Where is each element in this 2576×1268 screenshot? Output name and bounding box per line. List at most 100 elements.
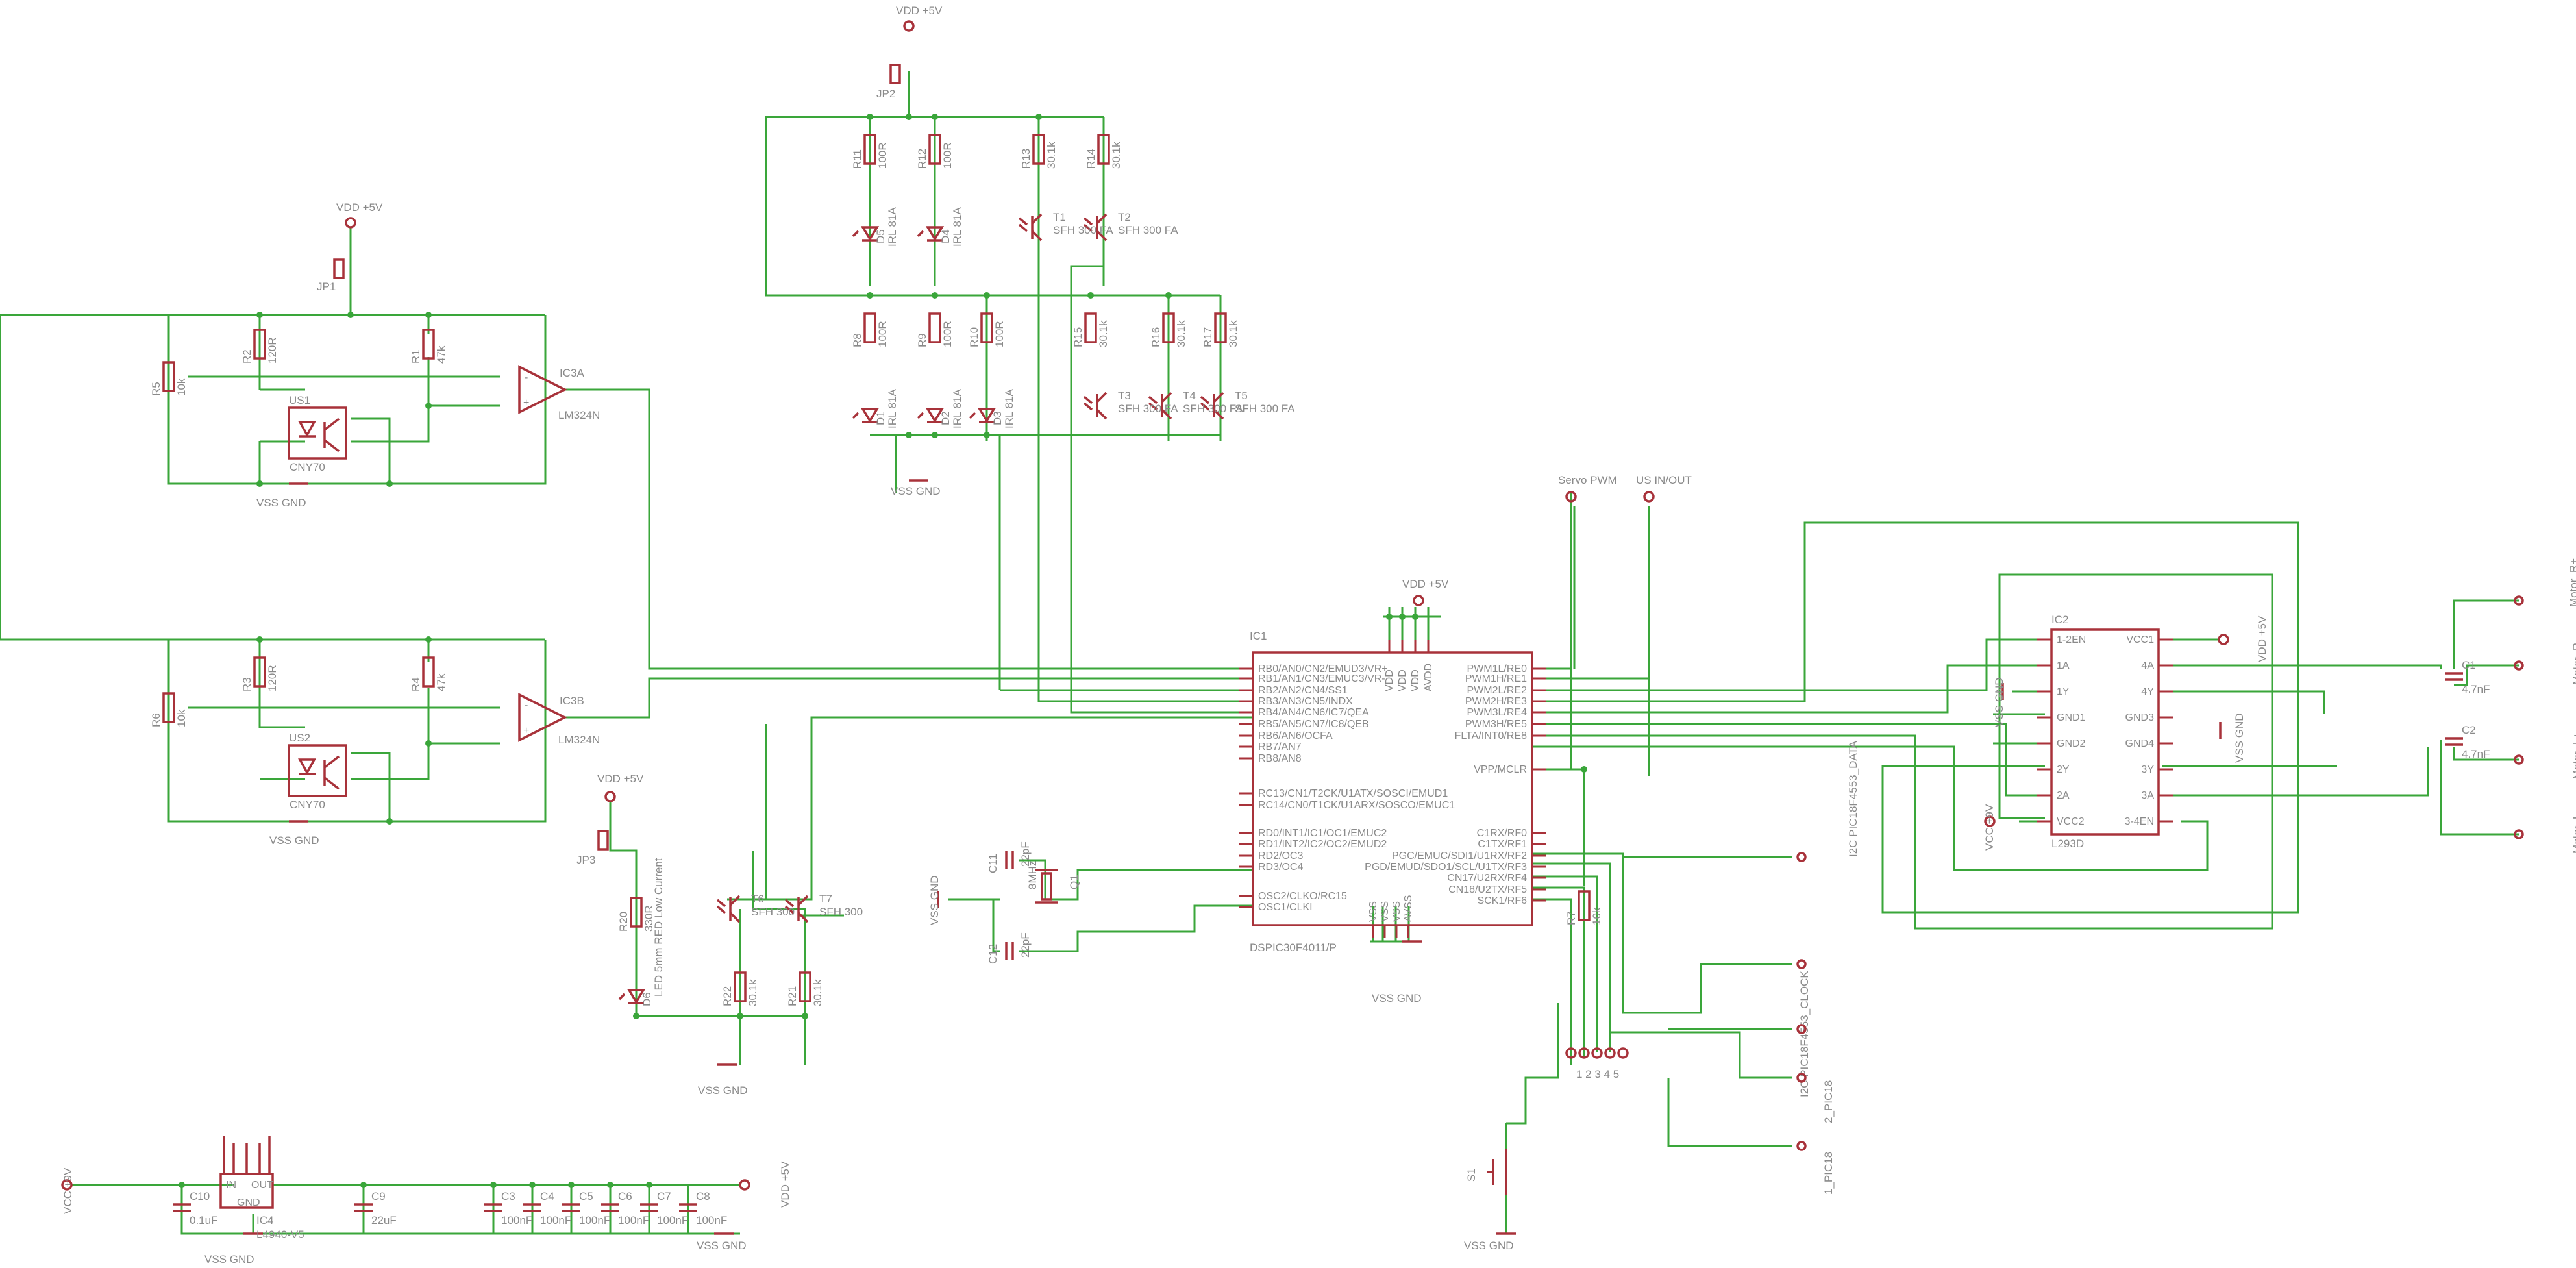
capacitor-value: 22uF <box>371 1214 397 1226</box>
phototransistor-t1 <box>1018 213 1043 242</box>
capacitor-c2 <box>2445 737 2463 746</box>
pin-label: RB8/AN8 <box>1258 753 1302 764</box>
phototransistor-t4 <box>1148 392 1172 420</box>
resistor-ref: R7 <box>1565 911 1578 925</box>
pin-label: VSS <box>1391 901 1402 922</box>
motor-l-plus-label: Motor_L+ <box>2571 732 2576 779</box>
ic1-value: DSPIC30F4011/P <box>1250 941 1337 954</box>
pin-label: AVDD <box>1423 664 1434 691</box>
pin-label: PWM1L/RE0 <box>1467 664 1528 675</box>
pin-label: RB1/AN1/CN3/EMUC3/VR- <box>1258 673 1385 684</box>
capacitor-value: 100nF <box>618 1214 649 1226</box>
s1-label: S1 <box>1465 1168 1478 1182</box>
i2c-data-label: I2C PIC18F4553_DATA <box>1847 740 1859 857</box>
resistor-value: 10k <box>1591 907 1603 925</box>
i2c-clock-label: I2C PIC18F4553_CLOCK <box>1798 971 1811 1097</box>
capacitor-c8 <box>679 1203 697 1212</box>
transistor-ref: T5 <box>1235 390 1248 402</box>
ic4-ref: IC4 <box>256 1214 273 1226</box>
capacitor-value: 100nF <box>540 1214 571 1226</box>
pin-label: RB3/AN3/CN5/INDX <box>1258 696 1353 707</box>
capacitor-ref: C8 <box>696 1190 710 1202</box>
led-ref: D3 <box>991 411 1004 425</box>
pin-label: CN18/U2TX/RF5 <box>1448 884 1527 895</box>
pin-label: VDD <box>1384 669 1395 691</box>
phototransistor-t3 <box>1083 392 1108 420</box>
pin-label: PWM2H/RE3 <box>1465 696 1527 707</box>
jp3-label: JP3 <box>576 854 595 866</box>
pin-label: VDD <box>1410 669 1421 691</box>
resistor-ref: R5 <box>150 382 162 396</box>
ground-symbols: VSS GND VSS GND VSS GND VSS GND VSS GND … <box>204 479 2246 1265</box>
resistor-ref: R9 <box>916 333 928 347</box>
pin-label: GND4 <box>2125 738 2155 749</box>
capacitors <box>173 672 2463 1212</box>
capacitor-c6 <box>601 1203 619 1212</box>
gnd-label-s1: VSS GND <box>1464 1239 1514 1252</box>
pin-label: SCK1/RF6 <box>1478 895 1528 906</box>
resistor-ref: R17 <box>1202 327 1214 347</box>
resistor-r15 <box>1084 312 1097 343</box>
capacitor-value: 4.7nF <box>2462 748 2490 760</box>
ic3b-value: LM324N <box>558 734 600 746</box>
capacitor-value: 100nF <box>579 1214 610 1226</box>
pin-label: OSC2/CLKO/RC15 <box>1258 891 1347 902</box>
pin-label: PGC/EMUC/SDI1/U1RX/RF2 <box>1392 851 1527 862</box>
transistor-ref: T7 <box>819 893 832 905</box>
motor-l-minus-label: Motor_L- <box>2571 810 2576 854</box>
pic18-2-label: 2_PIC18 <box>1822 1080 1835 1123</box>
pin-label: RD0/INT1/IC1/OC1/EMUC2 <box>1258 828 1387 839</box>
capacitor-value: 22pF <box>1019 841 1032 867</box>
power-circle-icon <box>1643 491 1655 503</box>
capacitor-value: 22pF <box>1019 932 1032 958</box>
capacitor-ref: C5 <box>579 1190 593 1202</box>
ic4-in-label: IN <box>226 1180 236 1191</box>
svg-text:-: - <box>525 700 528 711</box>
pin-label: PWM1H/RE1 <box>1465 673 1527 684</box>
led-ref: D4 <box>939 229 952 243</box>
ic3b-ref: IC3B <box>560 695 584 707</box>
power-circle-icon <box>345 217 356 229</box>
pin-label: 4Y <box>2141 686 2154 697</box>
resistor-r8 <box>863 312 876 343</box>
pin-label: GND1 <box>2057 712 2086 723</box>
capacitor-ref: C10 <box>190 1190 210 1202</box>
capacitor-value: 4.7nF <box>2462 683 2490 695</box>
power-symbols: VDD +5V VDD +5V VDD +5V VDD +5V VDD +5V … <box>61 5 2268 1214</box>
capacitor-value: 0.1uF <box>190 1214 217 1226</box>
gnd-label-xtal: VSS GND <box>928 875 941 925</box>
crystal-q1: Q1 8MHz <box>1026 861 1080 904</box>
motor-r-minus-label: Motor_R- <box>2571 639 2576 685</box>
vdd-label-jp1: VDD +5V <box>336 201 383 214</box>
pin-label: RB7/AN7 <box>1258 741 1302 752</box>
capacitor-c5 <box>562 1203 580 1212</box>
us-io-label: US IN/OUT <box>1636 474 1692 486</box>
gnd-label-ic1: VSS GND <box>1372 992 1422 1004</box>
capacitor-c3 <box>484 1203 502 1212</box>
resistor-value: 120R <box>266 665 279 691</box>
svg-text:+: + <box>523 725 529 736</box>
capacitor-ref: C6 <box>618 1190 632 1202</box>
transistor-ref: T6 <box>751 893 764 905</box>
pin-label: 1A <box>2057 660 2070 671</box>
pushbutton-icon: S1 <box>1465 1149 1507 1195</box>
resistor-value: 10k <box>175 378 188 396</box>
resistor-ref: R16 <box>1150 327 1162 347</box>
led-d5 <box>852 226 880 242</box>
pin-label: RB2/AN2/CN4/SS1 <box>1258 685 1348 696</box>
capacitor-c4 <box>523 1203 541 1212</box>
resistor-value: 100R <box>941 321 954 347</box>
jp2-label: JP2 <box>876 88 895 100</box>
pin-label: VPP/MCLR <box>1474 764 1527 775</box>
pin-label: GND3 <box>2125 712 2155 723</box>
capacitor-ref: C12 <box>987 944 999 964</box>
led-d4 <box>917 226 945 242</box>
motor-r-plus-label: Motor_R+ <box>2568 558 2576 607</box>
resistor-value: 30.1k <box>1097 320 1109 347</box>
resistor-r9 <box>928 312 941 343</box>
resistor-r6 <box>162 692 175 723</box>
ic1-ref: IC1 <box>1250 630 1267 642</box>
opamp-ic3a: - + IC3A LM324N <box>518 365 600 421</box>
pin-label: RB5/AN5/CN7/IC8/QEB <box>1258 719 1369 730</box>
capacitor-c1 <box>2445 672 2463 681</box>
